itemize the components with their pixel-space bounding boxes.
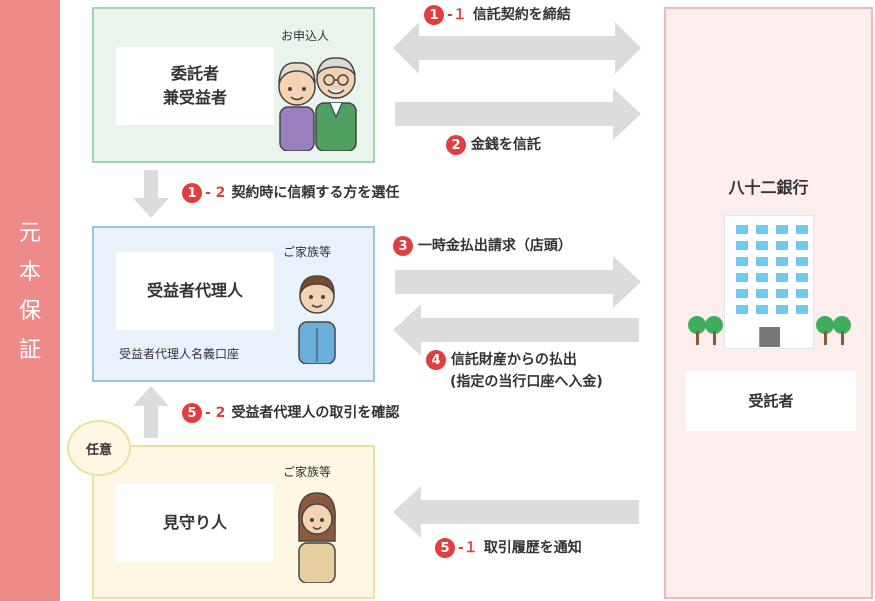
arrow-down-icon [133,170,169,218]
step-number-badge: 5 [182,403,202,423]
building-window [796,289,808,298]
building-window [756,225,768,234]
tree-icon [688,316,723,345]
agent-name-card: 受益者代理人 [116,252,274,330]
building-window [796,273,808,282]
building-window [796,257,808,266]
step-number-badge: 4 [426,350,446,370]
building-window [776,257,788,266]
building-window [776,305,788,314]
step-4: 4 信託財産からの払出 [426,349,577,370]
watcher-name-card: 見守り人 [116,484,274,562]
bank-building-icon [724,215,814,349]
beneficiary-agent-box: ご家族等 受益者代理人 受益者代理人名義口座 [92,226,375,382]
step-number-badge: 5 [435,538,455,558]
building-window [776,225,788,234]
applicant-tag: お申込人 [281,29,330,43]
agent-tag: ご家族等 [283,245,332,259]
building-window [736,257,748,266]
step-number-badge: 1 [424,5,444,25]
family-man-icon [298,275,336,364]
building-window [756,273,768,282]
agent-title: 受益者代理人 [146,281,243,300]
optional-badge-label: 任意 [85,442,112,458]
arrow-left-icon-2 [393,486,639,538]
building-window [756,289,768,298]
watcher-tag: ご家族等 [283,465,332,479]
watcher-title: 見守り人 [162,513,227,532]
applicant-name-card: 委託者 兼受益者 [116,47,274,125]
arrow-left-icon [393,304,639,356]
building-window [736,289,748,298]
principal-guarantee-label: 元 本 保 証 [18,221,41,363]
applicant-line2: 兼受益者 [162,88,227,107]
bank-name: 八十二銀行 [728,178,809,197]
step-number-badge: 3 [393,236,413,256]
step-3: 3 一時金払出請求（店頭） [393,235,572,256]
tree-icon [816,316,851,345]
building-door [759,327,780,347]
building-window [736,225,748,234]
agent-account-label: 受益者代理人名義口座 [119,347,240,361]
bank-panel: 八十二銀行 受託者 [664,7,873,599]
applicant-box: お申込人 委託者 兼受益者 [92,7,375,163]
building-window [756,257,768,266]
building-window [776,273,788,282]
applicant-line1: 委託者 [170,64,219,83]
principal-guarantee-band [0,0,60,601]
family-woman-icon [298,492,336,583]
building-window [756,305,768,314]
elderly-couple-icon [278,57,357,151]
arrow-right-icon-2 [395,256,641,308]
step-number-badge: 2 [446,135,466,155]
building-window [756,241,768,250]
step-number-badge: 1 [182,183,202,203]
building-window [796,241,808,250]
building-window [796,305,808,314]
double-arrow-icon [393,22,641,74]
arrow-right-icon [395,88,641,140]
building-window [736,305,748,314]
building-window [776,289,788,298]
step-4-detail: (指定の当行口座へ入金) [450,374,603,390]
building-window [736,241,748,250]
watcher-box: ご家族等 見守り人 [92,445,375,599]
trustee-card: 受託者 [686,371,856,431]
building-window [736,273,748,282]
building-window [776,241,788,250]
building-window [796,225,808,234]
optional-badge: 任意 [67,420,131,476]
trustee-label: 受託者 [748,392,794,410]
arrow-up-icon [133,386,169,438]
step-2: 2 金銭を信託 [446,134,541,155]
